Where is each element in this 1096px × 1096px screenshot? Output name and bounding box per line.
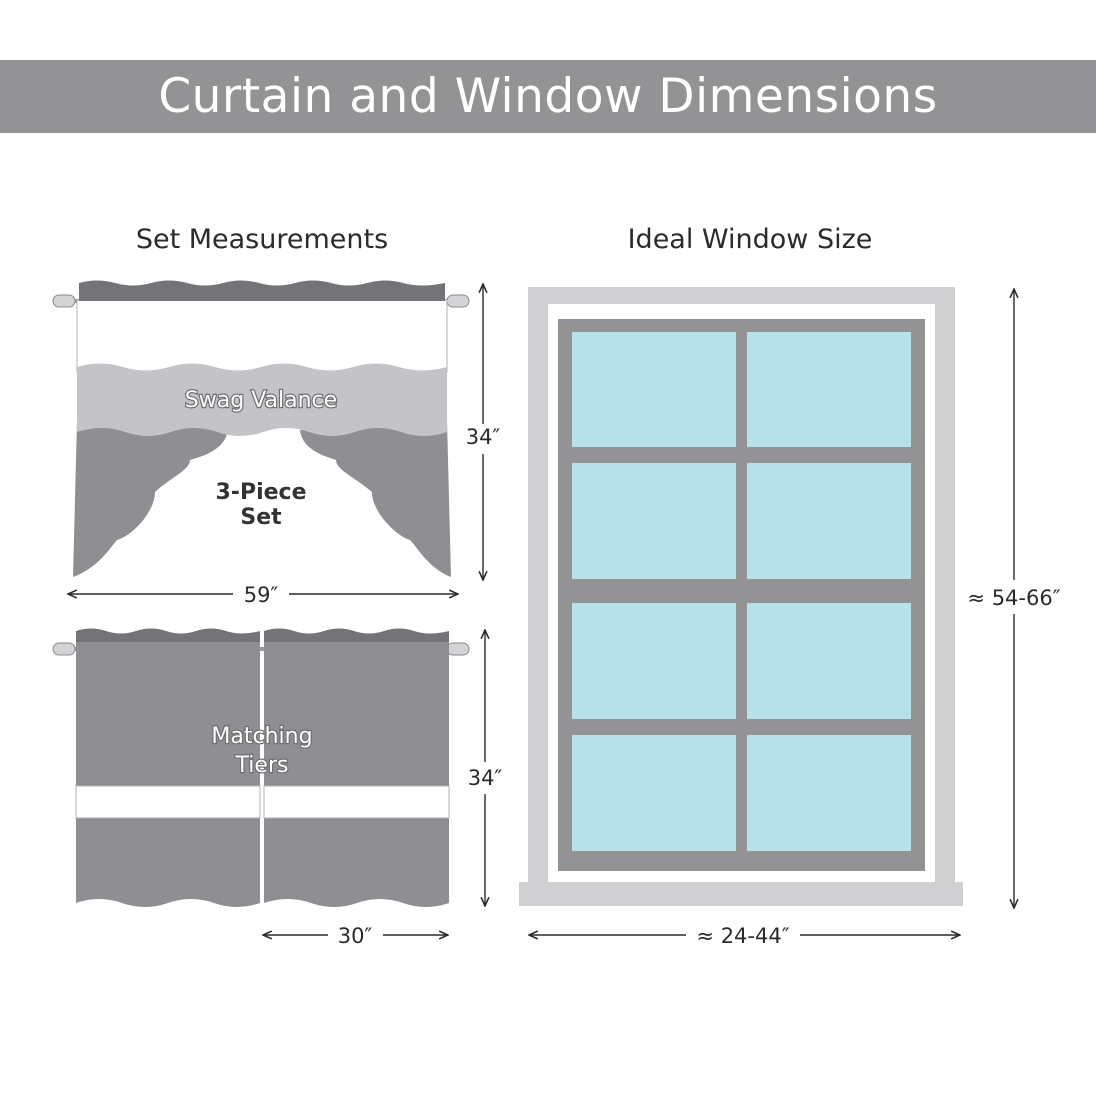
window-height-label: ≈ 54-66″ [967, 586, 1060, 610]
swag-right-panel [300, 420, 451, 577]
three-piece-label-line2: Set [240, 505, 282, 530]
window-sill [519, 882, 963, 906]
window-width-dimension: ≈ 24-44″ [529, 924, 960, 948]
tier-left-panel [76, 640, 260, 907]
ideal-window-size-title: Ideal Window Size [627, 224, 873, 255]
window-panes [572, 332, 911, 851]
tier-width-dimension: 30″ [263, 924, 448, 948]
swag-width-label: 59″ [244, 583, 279, 607]
tier-right-panel [264, 640, 449, 907]
three-piece-label-line1: 3-Piece [216, 480, 307, 505]
swag-width-dimension: 59″ [68, 583, 458, 607]
window-height-dimension: ≈ 54-66″ [958, 289, 1070, 908]
tiers-label-line1: Matching [211, 724, 312, 749]
swag-valance-label: Swag Valance [185, 388, 337, 413]
page-title: Curtain and Window Dimensions [158, 69, 938, 124]
matching-tiers: Matching Tiers [52, 628, 470, 907]
title-banner: Curtain and Window Dimensions [0, 60, 1096, 133]
swag-height-label: 34″ [466, 425, 501, 449]
tiers-label-line2: Tiers [235, 753, 289, 778]
swag-left-panel [73, 420, 228, 577]
tier-height-dimension: 34″ [468, 630, 503, 906]
tier-width-label: 30″ [338, 924, 373, 948]
swag-valance-band [77, 363, 447, 436]
swag-rod-pocket [79, 280, 445, 301]
window-width-label: ≈ 24-44″ [696, 924, 789, 948]
swag-height-dimension: 34″ [466, 284, 501, 580]
window-illustration [519, 287, 963, 906]
swag-valance-set: Swag Valance 3-Piece Set [52, 280, 470, 577]
tier-height-label: 34″ [468, 766, 503, 790]
set-measurements-title: Set Measurements [135, 224, 389, 255]
